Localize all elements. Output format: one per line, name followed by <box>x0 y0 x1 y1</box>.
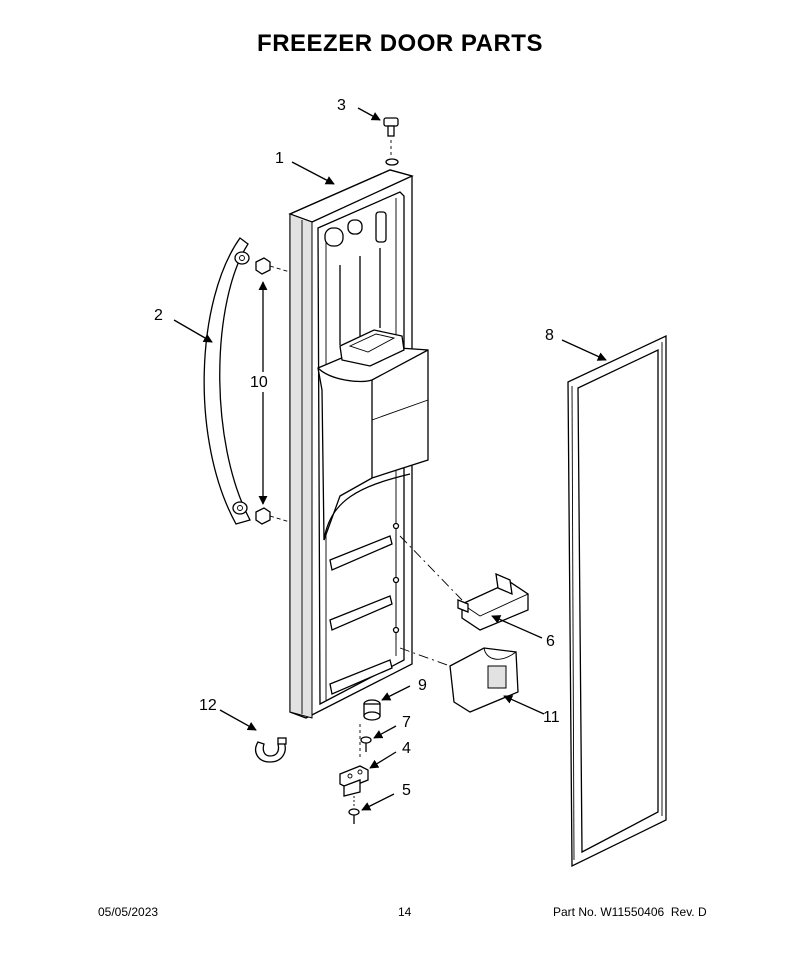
callout-2: 2 <box>154 307 163 324</box>
callout-5: 5 <box>402 782 411 799</box>
door-bin-part-6 <box>399 535 529 631</box>
handle-studs-part-10 <box>255 257 291 525</box>
footer-date: 05/05/2023 <box>98 905 159 919</box>
freezer-door-part-1 <box>288 169 429 719</box>
callout-10: 10 <box>250 374 268 391</box>
bushing-part-9 <box>359 699 381 760</box>
bottom-hinge-part-4 <box>339 765 369 797</box>
rev-value: D <box>698 905 707 919</box>
callout-9: 9 <box>418 677 427 694</box>
callout-1: 1 <box>275 150 284 167</box>
callout-4: 4 <box>402 740 411 757</box>
rev-label: Rev. <box>670 905 695 919</box>
part-label: Part No. <box>553 905 598 919</box>
clip-part-12 <box>255 737 287 763</box>
leader-lines <box>173 107 607 811</box>
footer-part-number: Part No. W11550406 Rev. D <box>553 905 707 919</box>
door-gasket-part-8 <box>567 334 667 868</box>
part-number: W11550406 <box>600 905 665 919</box>
callout-6: 6 <box>546 633 555 650</box>
callout-8: 8 <box>545 327 554 344</box>
page-title: FREEZER DOOR PARTS <box>257 30 543 57</box>
callout-3: 3 <box>337 97 346 114</box>
callout-12: 12 <box>199 697 217 714</box>
callout-7: 7 <box>402 714 411 731</box>
screw-part-7 <box>360 736 372 752</box>
door-handle-part-2 <box>203 237 251 525</box>
hinge-screw-part-5 <box>348 796 360 824</box>
footer-page-number: 14 <box>398 905 412 919</box>
callout-11: 11 <box>543 709 560 726</box>
hinge-pin-part-3 <box>383 117 399 166</box>
door-bin-part-11 <box>399 647 519 713</box>
